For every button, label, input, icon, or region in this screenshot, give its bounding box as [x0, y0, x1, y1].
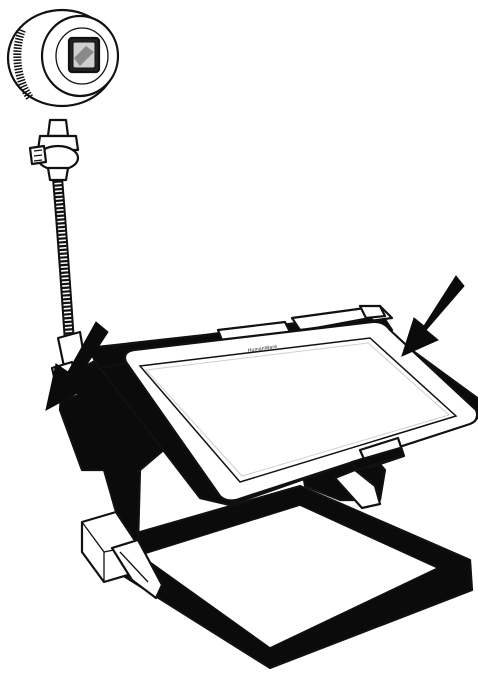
camera-head: [8, 10, 118, 106]
camera-arm: [8, 10, 118, 402]
down-left-arrow-icon: [402, 276, 464, 356]
